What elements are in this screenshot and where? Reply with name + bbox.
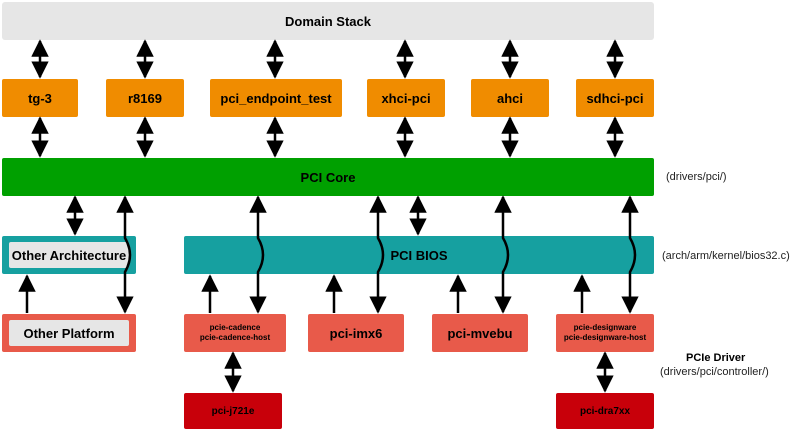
pci-bios-path: (arch/arm/kernel/bios32.c) [662, 250, 790, 262]
pci-core-label: PCI Core [300, 169, 356, 185]
controller-mvebu-label: pci-mvebu [447, 325, 513, 341]
driver-xhci-pci-label: xhci-pci [381, 90, 431, 106]
other-architecture-label: Other Architecture [11, 247, 127, 263]
driver-sdhci-pci-label: sdhci-pci [586, 90, 644, 106]
controller-designware: pcie-designware pcie-designware-host [556, 314, 654, 352]
controller-designware-line1: pcie-designware [573, 323, 637, 332]
pcie-driver-title: PCIe Driver [686, 352, 746, 364]
driver-pci-endpoint-test-label: pci_endpoint_test [220, 90, 332, 106]
controller-j721e: pci-j721e [184, 393, 282, 429]
driver-r8169: r8169 [106, 79, 184, 117]
pci-core: PCI Core [2, 158, 654, 196]
controller-mvebu: pci-mvebu [432, 314, 528, 352]
controller-cadence: pcie-cadence pcie-cadence-host [184, 314, 286, 352]
pci-core-path: (drivers/pci/) [666, 171, 727, 183]
controller-designware-line2: pcie-designware-host [563, 333, 647, 342]
domain-stack: Domain Stack [2, 2, 654, 40]
other-architecture-label-box: Other Architecture [9, 242, 129, 268]
other-platform-label: Other Platform [23, 325, 115, 341]
driver-xhci-pci: xhci-pci [367, 79, 445, 117]
controller-dra7xx: pci-dra7xx [556, 393, 654, 429]
driver-ahci-label: ahci [496, 90, 523, 106]
domain-stack-label: Domain Stack [285, 13, 371, 29]
other-platform-label-box: Other Platform [9, 320, 129, 346]
controller-cadence-line1: pcie-cadence [209, 323, 261, 332]
pcie-driver-path: (drivers/pci/controller/) [660, 366, 769, 378]
controller-dra7xx-label: pci-dra7xx [579, 405, 631, 417]
controller-imx6: pci-imx6 [308, 314, 404, 352]
driver-tg3-label: tg-3 [28, 90, 52, 106]
driver-pci-endpoint-test: pci_endpoint_test [210, 79, 342, 117]
driver-tg3: tg-3 [2, 79, 78, 117]
driver-r8169-label: r8169 [128, 90, 162, 106]
controller-cadence-line2: pcie-cadence-host [199, 333, 271, 342]
other-architecture-block: Other Architecture [2, 236, 136, 274]
controller-imx6-label: pci-imx6 [329, 325, 383, 341]
pci-bios: PCI BIOS [184, 236, 654, 274]
pci-bios-label: PCI BIOS [390, 247, 448, 263]
other-platform-block: Other Platform [2, 314, 136, 352]
driver-sdhci-pci: sdhci-pci [576, 79, 654, 117]
controller-j721e-label: pci-j721e [211, 405, 255, 417]
driver-ahci: ahci [471, 79, 549, 117]
